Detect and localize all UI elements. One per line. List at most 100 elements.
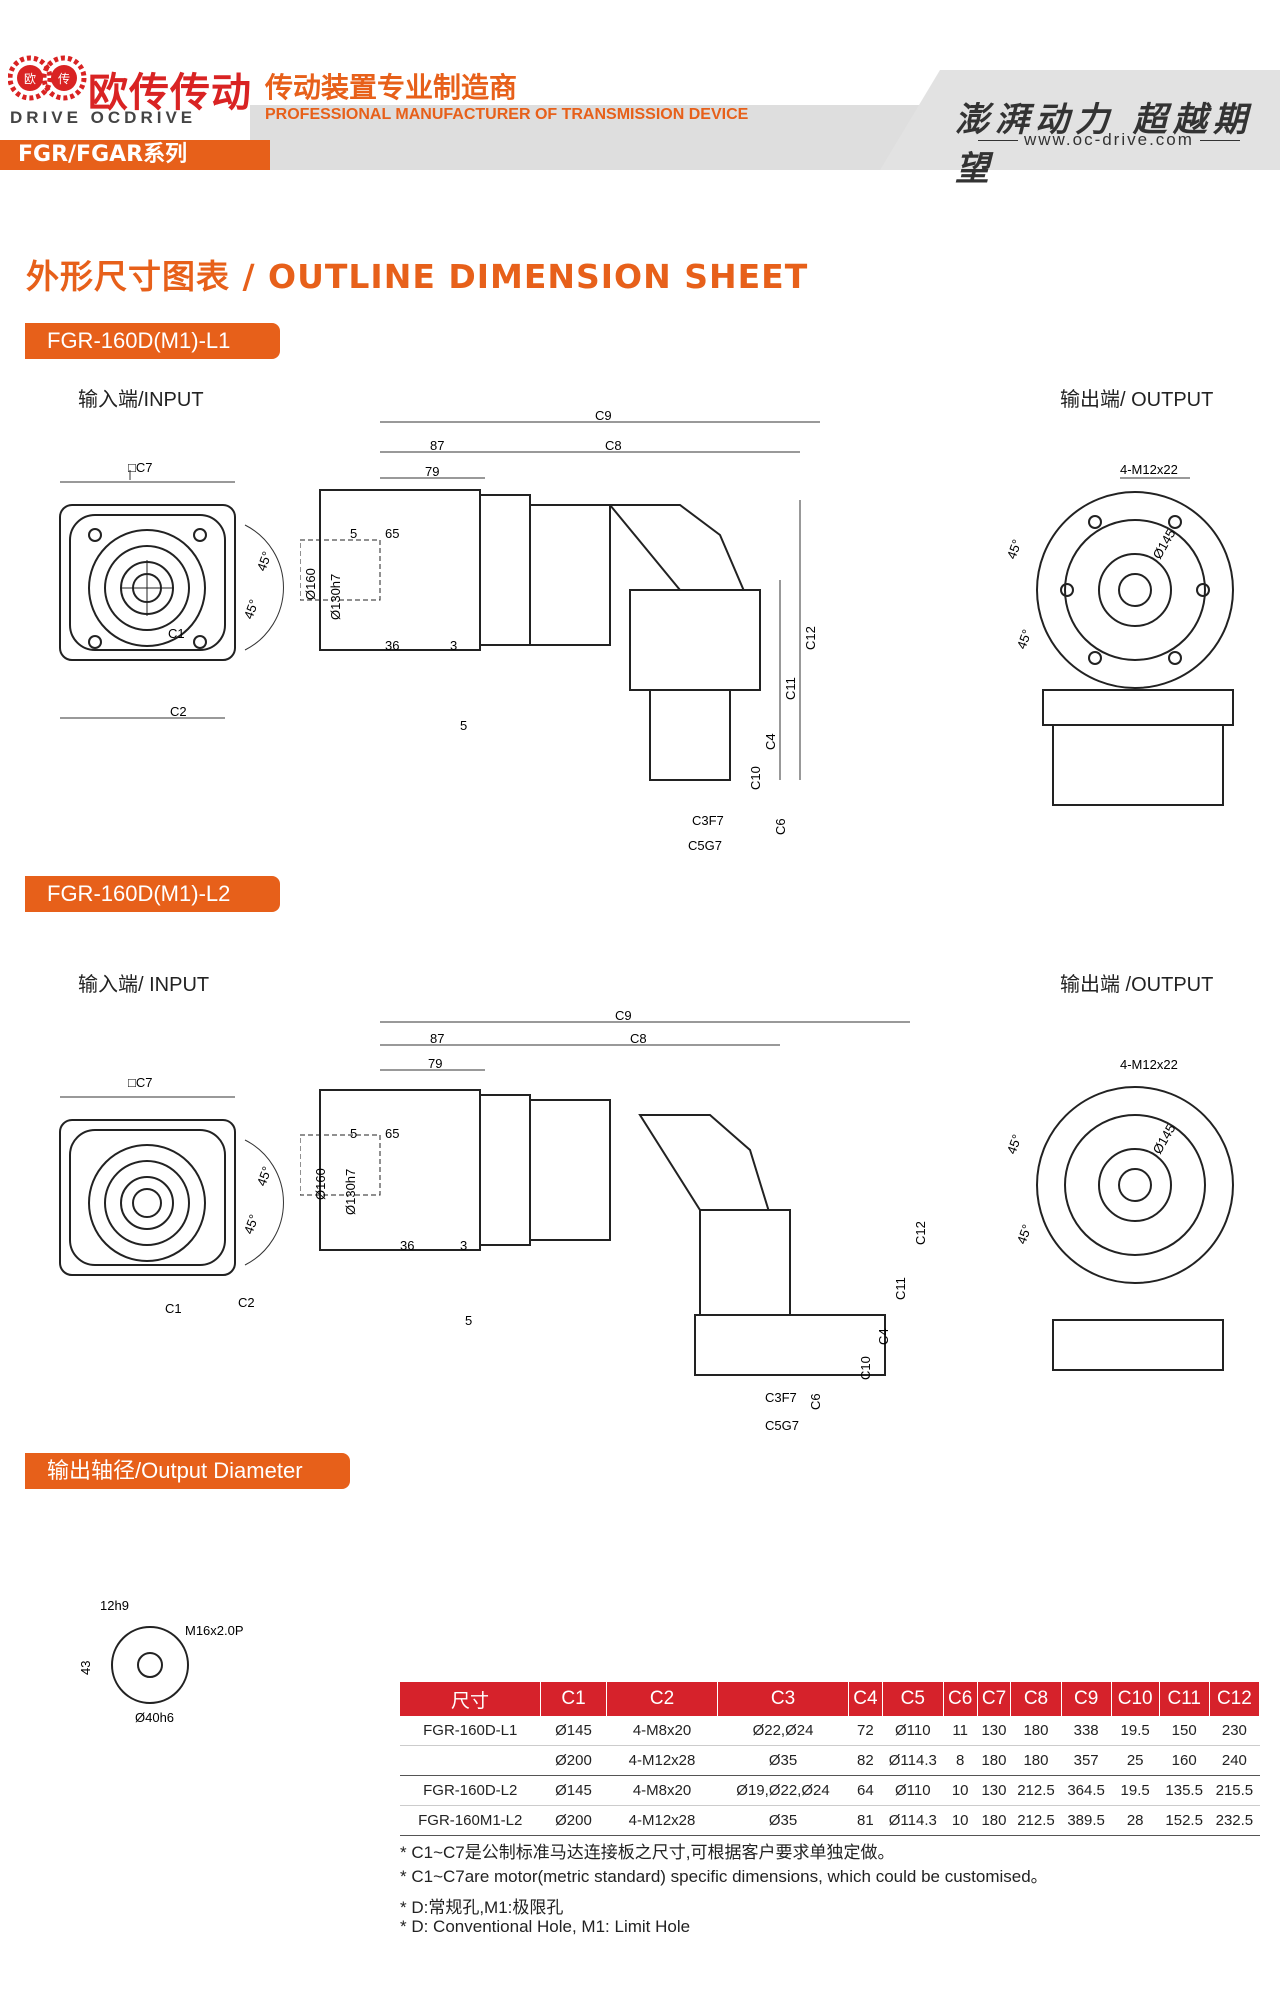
dim-45a: 45° bbox=[254, 549, 275, 573]
logo-english: DRIVE OCDRIVE bbox=[10, 108, 197, 127]
dim-thread: M16x2.0P bbox=[185, 1623, 244, 1638]
section-label-output-diameter: 输出轴径/Output Diameter bbox=[25, 1453, 350, 1489]
dim-3: 3 bbox=[450, 638, 457, 653]
table-header: C1 bbox=[540, 1682, 607, 1716]
table-cell: 11 bbox=[943, 1716, 978, 1746]
table-header: C8 bbox=[1010, 1682, 1062, 1716]
table-cell: 4-M12x28 bbox=[606, 1745, 718, 1776]
dim-c12: C12 bbox=[803, 626, 818, 650]
table-header: C7 bbox=[977, 1682, 1012, 1716]
table-header: C11 bbox=[1159, 1682, 1210, 1716]
side-view-drawing-l2: C9 87 C8 79 65 5 36 3 5 Ø160 Ø130h7 C12 … bbox=[300, 1008, 928, 1433]
dim-36-l2: 36 bbox=[400, 1238, 414, 1253]
table-cell: 212.5 bbox=[1010, 1805, 1062, 1836]
table-cell: Ø19,Ø22,Ø24 bbox=[717, 1775, 849, 1806]
website-link[interactable]: www.oc-drive.com bbox=[972, 130, 1246, 150]
table-header: C4 bbox=[848, 1682, 883, 1716]
output-label-l2: 输出端 /OUTPUT bbox=[1060, 974, 1214, 996]
dim-h: 43 bbox=[78, 1661, 93, 1675]
dim-c8: C8 bbox=[605, 438, 622, 453]
table-cell: Ø200 bbox=[540, 1805, 607, 1836]
table-cell: Ø114.3 bbox=[882, 1805, 944, 1836]
table-cell: 240 bbox=[1209, 1745, 1260, 1776]
dim-c10-l2: C10 bbox=[858, 1356, 873, 1380]
page-title: 外形尺寸图表 / OUTLINE DIMENSION SHEET bbox=[26, 257, 809, 296]
dim-c11: C11 bbox=[783, 677, 798, 700]
dim-c10: C10 bbox=[748, 766, 763, 790]
table-cell: Ø200 bbox=[540, 1745, 607, 1776]
header-slogan-band bbox=[880, 70, 1280, 170]
table-header: C6 bbox=[943, 1682, 978, 1716]
table-cell: 152.5 bbox=[1159, 1805, 1210, 1836]
dim-c12-l2: C12 bbox=[913, 1221, 928, 1245]
dim-c11-l2: C11 bbox=[893, 1277, 908, 1300]
dim-79: 79 bbox=[425, 464, 439, 479]
dim-5a: 5 bbox=[350, 526, 357, 541]
dim-m12-l2: 4-M12x22 bbox=[1120, 1057, 1178, 1072]
dim-d160-l2: Ø160 bbox=[313, 1168, 328, 1200]
table-cell: Ø35 bbox=[717, 1745, 849, 1776]
table-cell: 150 bbox=[1159, 1716, 1210, 1746]
table-cell: 232.5 bbox=[1209, 1805, 1260, 1836]
table-cell: 180 bbox=[1010, 1745, 1062, 1776]
side-view-drawing: C9 87 C8 79 65 5 36 3 5 Ø160 Ø130h7 C12 … bbox=[300, 410, 820, 853]
table-cell: 19.5 bbox=[1111, 1775, 1160, 1806]
table-header: C10 bbox=[1111, 1682, 1160, 1716]
dim-key: 12h9 bbox=[100, 1598, 129, 1613]
table-header: C5 bbox=[882, 1682, 944, 1716]
table-cell: 357 bbox=[1061, 1745, 1112, 1776]
dim-45a-l2: 45° bbox=[254, 1164, 275, 1188]
spec-table: 尺寸 C1 C2 C3 C4 C5 C6 C7 C8 C9 C10 C11 C1… bbox=[400, 1682, 1261, 1836]
input-face-drawing-l2: □C7 45° 45° C1 C2 bbox=[59, 1075, 284, 1316]
table-cell: 4-M8x20 bbox=[606, 1775, 718, 1806]
table-cell: 72 bbox=[848, 1716, 883, 1746]
dim-c6-l2: C6 bbox=[808, 1393, 823, 1410]
svg-text:欧: 欧 bbox=[24, 72, 36, 86]
note-1: * C1~C7是公制标准马达连接板之尺寸,可根据客户要求单独定做。 bbox=[400, 1843, 895, 1862]
table-cell: 10 bbox=[943, 1805, 978, 1836]
dim-c1: C1 bbox=[168, 626, 185, 641]
dim-5a-l2: 5 bbox=[350, 1126, 357, 1141]
dim-45b-l2: 45° bbox=[241, 1212, 262, 1236]
note-4: * D: Conventional Hole, M1: Limit Hole bbox=[400, 1917, 691, 1936]
table-cell: 19.5 bbox=[1111, 1716, 1160, 1746]
input-face-drawing: □C7 45° 45° C1 C2 bbox=[59, 460, 284, 719]
table-cell: 215.5 bbox=[1209, 1775, 1260, 1806]
gear-logo-icon: 欧 传 bbox=[8, 55, 87, 101]
dim-c7-l2: □C7 bbox=[128, 1075, 152, 1090]
shaft-diameter-drawing: 12h9 M16x2.0P 43 Ø40h6 bbox=[78, 1598, 244, 1725]
dim-c5-l2: C5G7 bbox=[765, 1418, 799, 1433]
dim-c1-l2: C1 bbox=[165, 1301, 182, 1316]
dim-o45b: 45° bbox=[1014, 627, 1035, 651]
dim-36: 36 bbox=[385, 638, 399, 653]
table-cell: 4-M12x28 bbox=[606, 1805, 718, 1836]
dim-c8-l2: C8 bbox=[630, 1031, 647, 1046]
input-label-l2: 输入端/ INPUT bbox=[78, 974, 210, 996]
table-header-row: 尺寸 C1 C2 C3 C4 C5 C6 C7 C8 C9 C10 C11 C1… bbox=[400, 1682, 1261, 1716]
table-cell: 130 bbox=[977, 1716, 1011, 1746]
dim-3-l2: 3 bbox=[460, 1238, 467, 1253]
table-cell: 180 bbox=[977, 1745, 1011, 1776]
table-cell: FGR-160M1-L2 bbox=[400, 1805, 541, 1836]
page-header: 欧 传 欧传传动 DRIVE OCDRIVE 传动装置专业制造商 PROFESS… bbox=[0, 0, 1280, 189]
table-cell: Ø145 bbox=[540, 1775, 607, 1806]
dim-5b-l2: 5 bbox=[465, 1313, 472, 1328]
table-cell: Ø22,Ø24 bbox=[717, 1716, 849, 1746]
dim-65: 65 bbox=[385, 526, 399, 541]
dim-87-l2: 87 bbox=[430, 1031, 444, 1046]
dim-c2-l2: C2 bbox=[238, 1295, 255, 1310]
dim-c7: □C7 bbox=[128, 460, 152, 475]
dim-87: 87 bbox=[430, 438, 444, 453]
table-cell: Ø110 bbox=[882, 1775, 944, 1806]
tagline-english: PROFESSIONAL MANUFACTURER OF TRANSMISSIO… bbox=[265, 106, 749, 123]
note-3: * D:常规孔,M1:极限孔 bbox=[400, 1898, 564, 1917]
table-cell: Ø110 bbox=[882, 1716, 944, 1746]
dim-c4: C4 bbox=[763, 733, 778, 750]
table-header: C12 bbox=[1209, 1682, 1261, 1716]
dim-c4-l2: C4 bbox=[876, 1328, 891, 1345]
table-cell: 230 bbox=[1209, 1716, 1260, 1746]
dim-45b: 45° bbox=[241, 597, 262, 621]
output-face-drawing: 4-M12x22 Ø145 45° 45° bbox=[1004, 462, 1234, 806]
